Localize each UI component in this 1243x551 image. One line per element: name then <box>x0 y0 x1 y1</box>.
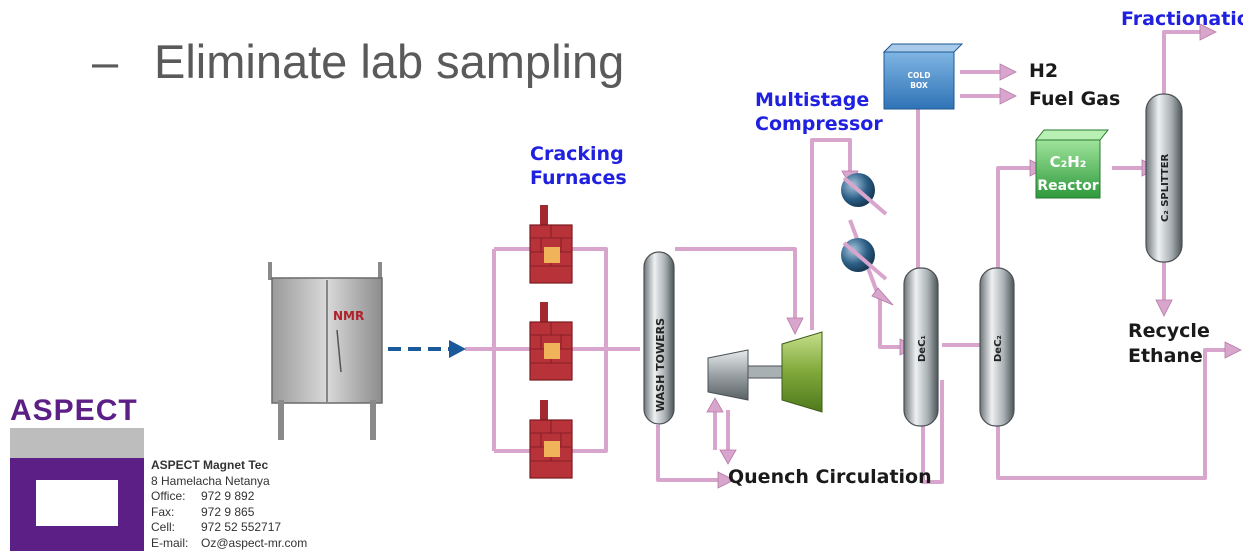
reactor-label: Reactor <box>1037 178 1098 194</box>
logo-grey-bar <box>10 428 144 458</box>
fuel-gas-label: Fuel Gas <box>1029 88 1121 110</box>
email-value[interactable]: Oz@aspect-mr.com <box>201 535 308 550</box>
cold-box-label-2: BOX <box>910 81 928 90</box>
bullet-line: –Eliminate lab sampling <box>92 34 624 89</box>
contact-office: Office: 972 9 892 <box>151 489 307 505</box>
pipes <box>465 30 1225 484</box>
dec1-label: DeC₁ <box>917 335 928 362</box>
contact-email: E-mail: Oz@aspect-mr.com <box>151 536 307 551</box>
fractionation-label: Fractionation <box>1121 8 1243 30</box>
email-label: E-mail: <box>151 535 189 550</box>
furnace-1 <box>529 205 573 284</box>
office-value: 972 9 892 <box>201 489 255 503</box>
furnaces-label: Furnaces <box>530 167 627 189</box>
bullet-text: Eliminate lab sampling <box>154 35 625 88</box>
splitter-label: C₂ SPLITTER <box>1160 153 1171 222</box>
cell-label: Cell: <box>151 520 176 534</box>
cold-box: COLD BOX <box>882 43 964 110</box>
aspect-logo-wordmark: ASPECT <box>10 394 138 427</box>
cell-value: 972 52 552717 <box>201 520 282 534</box>
compressor-stage-1 <box>841 173 888 216</box>
h2-label: H2 <box>1029 60 1059 82</box>
dec2-label: DeC₂ <box>993 335 1004 362</box>
furnace-3 <box>529 400 573 479</box>
multistage-label: Multistage <box>755 89 870 111</box>
c2-splitter-column: C₂ SPLITTER <box>1145 93 1183 263</box>
office-label: Office: <box>151 489 186 503</box>
logo-inner-window <box>36 480 118 526</box>
wash-towers-column: WASH TOWERS <box>643 251 675 425</box>
furnace-2 <box>529 302 573 381</box>
dec1-column: DeC₁ <box>903 267 939 427</box>
quench-circulation-label: Quench Circulation <box>728 466 932 488</box>
compressor-label: Compressor <box>755 113 883 135</box>
cracking-label: Cracking <box>530 143 624 165</box>
dec2-column: DeC₂ <box>979 267 1015 427</box>
wash-towers-label: WASH TOWERS <box>654 318 667 412</box>
cold-box-label-1: COLD <box>908 71 931 80</box>
quench-turbine <box>707 331 823 413</box>
reactor-formula: C₂H₂ <box>1050 153 1087 171</box>
contact-fax: Fax: 972 9 865 <box>151 505 307 521</box>
contact-block: ASPECT Magnet Tec 8 Hamelacha Netanya Of… <box>151 458 307 551</box>
c2h2-reactor: C₂H₂ Reactor <box>1034 129 1110 199</box>
nmr-sample-arrow <box>388 340 466 358</box>
logo-purple-box <box>10 458 144 551</box>
ethane-label: Ethane <box>1128 345 1203 367</box>
compressor-stage-2 <box>841 238 888 281</box>
fax-value: 972 9 865 <box>201 504 255 519</box>
contact-cell: Cell: 972 52 552717 <box>151 520 307 536</box>
contact-company: ASPECT Magnet Tec <box>151 458 269 472</box>
bullet-dash: – <box>92 35 119 88</box>
nmr-cabinet: NMR <box>268 262 383 440</box>
fax-label: Fax: <box>151 504 175 519</box>
recycle-label: Recycle <box>1128 320 1210 342</box>
contact-address: 8 Hamelacha Netanya <box>151 473 270 488</box>
nmr-label: NMR <box>333 309 364 323</box>
